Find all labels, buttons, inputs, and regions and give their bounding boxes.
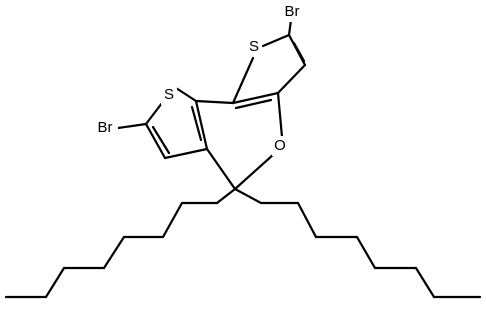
octyl-chain-right	[233, 187, 482, 299]
label-background-s-top	[246, 36, 262, 56]
thiophene-ring-left	[116, 86, 209, 160]
atom-label-sulfur-left: S	[164, 86, 174, 103]
bond-s-c2	[261, 33, 291, 48]
bond-c8b-s	[231, 56, 255, 105]
label-background-s-left	[161, 85, 177, 105]
bond-o-c5	[233, 152, 276, 191]
atom-label-oxygen: O	[274, 137, 286, 154]
bond-c3a-c8a-left-inner	[190, 105, 203, 142]
bond-c8a-s-left	[174, 86, 198, 103]
alkyl-chain-left-bonds	[4, 187, 237, 299]
octyl-chain-left	[4, 187, 237, 299]
atom-label-sulfur-top: S	[249, 38, 259, 55]
thiophene-ring-top	[231, 18, 307, 110]
atom-label-bromine-top: Br	[285, 3, 300, 20]
bond-c5-c4a	[205, 147, 237, 191]
bond-c3a-o	[276, 91, 284, 139]
bond-c3a-c8b	[231, 91, 280, 105]
bond-c2-br-left	[116, 122, 148, 130]
bond-c3-c3a-left	[163, 147, 209, 160]
bond-c3a-c8b-inner	[234, 98, 273, 110]
bond-c8a-c8b	[194, 99, 235, 105]
atom-label-bromine-left: Br	[98, 119, 113, 136]
pyran-ring	[194, 91, 284, 191]
bond-c3-c3a	[276, 63, 307, 95]
bond-c3a-c8a-left	[194, 99, 209, 151]
bond-c2-c3-inner	[292, 41, 306, 63]
alkyl-chain-right-bonds	[233, 187, 482, 299]
label-background-br-left	[92, 118, 118, 138]
label-background-o	[272, 136, 288, 156]
bond-c2-c3-left-inner	[151, 125, 171, 155]
bond-c2-br	[287, 18, 293, 37]
bond-c2-c3-left	[144, 122, 167, 160]
bond-s-c2-left	[144, 101, 164, 126]
label-background-br-top	[279, 2, 305, 22]
